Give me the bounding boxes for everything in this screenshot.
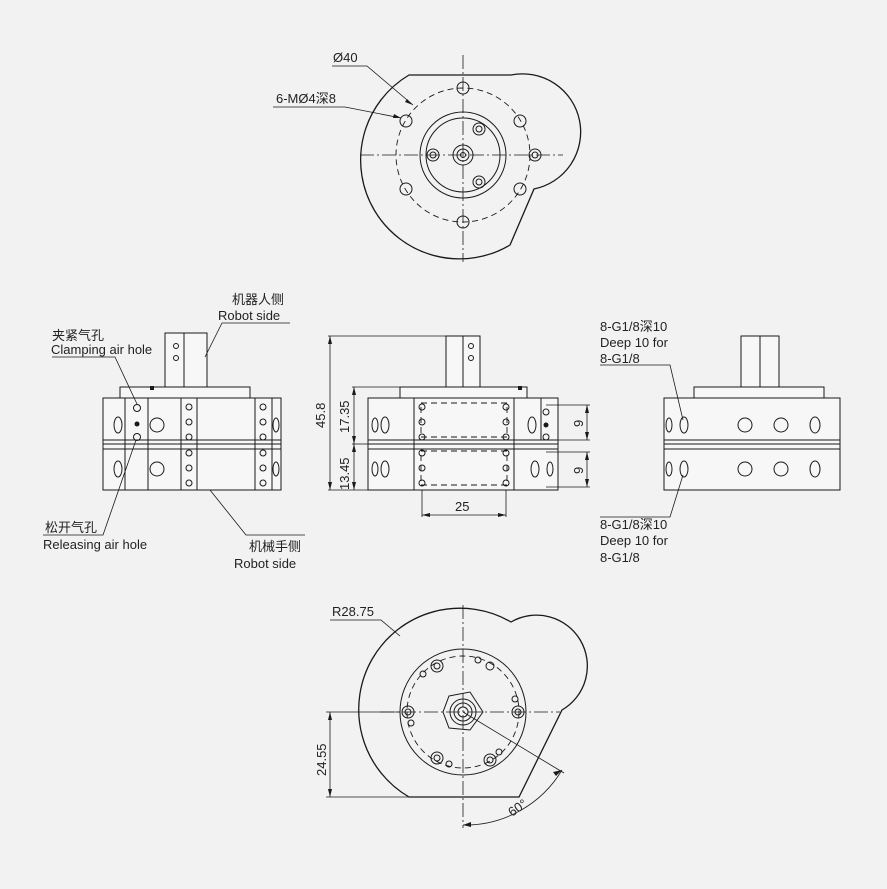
top-diameter-label: Ø40	[333, 50, 358, 65]
dim-total-height: 45.8	[313, 403, 328, 428]
port-bottom-label-2: Deep 10 for	[600, 533, 669, 548]
clamp-cn-label: 夹紧气孔	[52, 328, 104, 343]
bottom-bolt-circle	[406, 655, 520, 769]
mech-side-en-label: Robot side	[234, 556, 296, 571]
port-top-label-1: 8-G1/8深10	[600, 319, 667, 334]
release-en-label: Releasing air hole	[43, 537, 147, 552]
dim-lower-height: 13.45	[337, 457, 352, 490]
release-cn-label: 松开气孔	[45, 520, 97, 535]
port-top-label-3: 8-G1/8	[600, 351, 640, 366]
dim-width: 25	[455, 499, 469, 514]
bottom-radius-label: R28.75	[332, 604, 374, 619]
bottom-holes	[401, 656, 525, 768]
top-view: Ø40 6-MØ4深8	[273, 50, 582, 262]
robot-side-en-label: Robot side	[218, 308, 280, 323]
dim-upper-height: 17.35	[337, 400, 352, 433]
port-bottom-label-1: 8-G1/8深10	[600, 517, 667, 532]
left-side-view: 机器人侧 Robot side 夹紧气孔 Clamping air hole 松…	[43, 292, 305, 571]
port-top-label-2: Deep 10 for	[600, 335, 669, 350]
clamp-en-label: Clamping air hole	[51, 342, 152, 357]
dim-port-lower: 9	[571, 467, 586, 474]
dim-bottom-offset: 24.55	[314, 743, 329, 776]
dim-port-upper: 9	[571, 420, 586, 427]
center-side-view: 45.8 17.35 13.45 25 9 9	[313, 335, 590, 517]
robot-side-cn-label: 机器人侧	[232, 292, 284, 307]
top-holes-label: 6-MØ4深8	[276, 91, 336, 106]
top-bolt-circle	[395, 87, 531, 223]
port-bottom-label-3: 8-G1/8	[600, 550, 640, 565]
mech-side-cn-label: 机械手侧	[249, 539, 301, 554]
bottom-view-outline	[358, 607, 589, 798]
right-side-view: 8-G1/8深10 Deep 10 for 8-G1/8 8-G1/8深10 D…	[600, 319, 841, 565]
top-view-outline	[360, 73, 582, 260]
top-inner-holes	[426, 122, 542, 189]
top-outer-holes	[399, 81, 527, 229]
bottom-view: R28.75 24.55 60°	[314, 604, 589, 828]
